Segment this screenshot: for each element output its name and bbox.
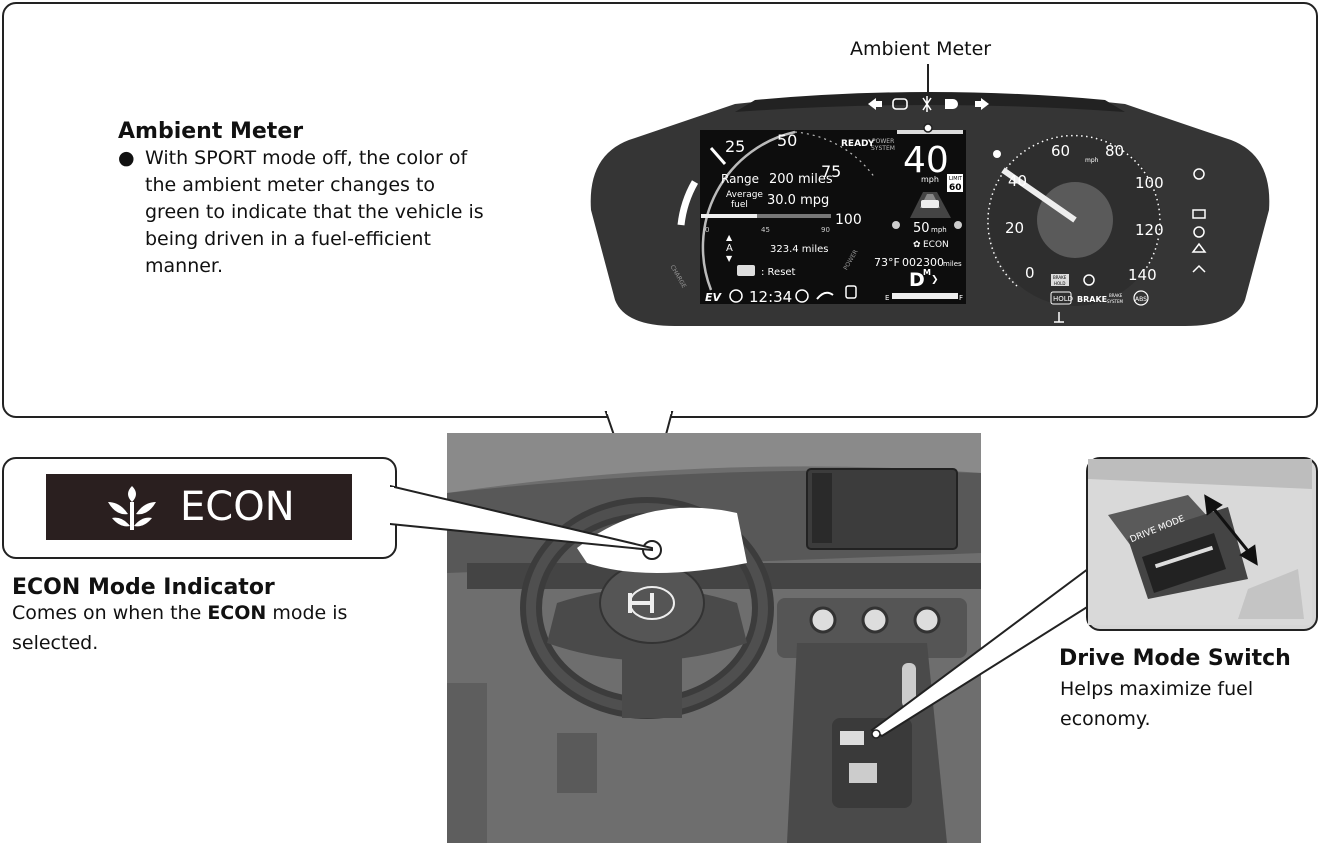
right-tick-20: 20 xyxy=(1005,219,1024,237)
svg-text:▼: ▼ xyxy=(726,254,733,263)
svg-text:✿: ✿ xyxy=(913,240,921,250)
temperature: 73°F xyxy=(874,256,900,269)
ev-label: EV xyxy=(705,291,723,304)
hold-label: HOLD xyxy=(1053,295,1073,303)
avg-fuel-label-2: fuel xyxy=(731,200,748,210)
clock: 12:34 xyxy=(749,288,792,306)
left-tick-50: 50 xyxy=(777,131,797,150)
auto-hold-1: BRAKE xyxy=(1053,275,1067,280)
right-tick-40: 40 xyxy=(1008,172,1027,190)
drive-mode-desc-line-1: Helps maximize fuel xyxy=(1060,678,1254,700)
range-value: 200 miles xyxy=(769,172,833,187)
auto-hold-2: HOLD xyxy=(1054,281,1065,286)
bullet-icon: ● xyxy=(118,147,135,169)
abs-label: ABS xyxy=(1135,296,1147,303)
fuel-f: F xyxy=(959,294,963,302)
acc-speed: 50 xyxy=(913,221,930,236)
ambient-desc-line-2: the ambient meter changes to xyxy=(145,174,436,196)
econ-heading: ECON Mode Indicator xyxy=(12,575,275,600)
ready-label: READY xyxy=(841,139,875,149)
drive-mode-heading: Drive Mode Switch xyxy=(1059,646,1291,671)
econ-desc-part1: Comes on when the xyxy=(12,602,208,624)
avg-fuel-value: 30.0 mpg xyxy=(767,193,829,208)
limit-value: 60 xyxy=(949,183,962,193)
right-tick-60: 60 xyxy=(1051,142,1070,160)
left-tick-25: 25 xyxy=(725,137,745,156)
right-tick-0: 0 xyxy=(1025,264,1035,282)
avg-fuel-label-1: Average xyxy=(726,190,763,200)
svg-text:❯: ❯ xyxy=(931,275,939,285)
econ-badge xyxy=(46,474,352,540)
ambient-desc-line-4: being driven in a fuel-efficient xyxy=(145,228,431,250)
odometer: 002300 xyxy=(902,256,944,269)
gear: D xyxy=(909,269,925,291)
cluster-ambient-label: Ambient Meter xyxy=(850,38,992,60)
right-tick-100: 100 xyxy=(1135,174,1164,192)
brake-system-1: BRAKE xyxy=(1109,293,1123,298)
svg-text:A: A xyxy=(726,243,733,254)
fuel-e: E xyxy=(885,294,889,302)
econ-badge-text: ECON xyxy=(180,484,295,530)
mph-label: mph xyxy=(1085,157,1099,164)
drive-mode-switch-photo: DRIVE MODE xyxy=(1088,459,1312,625)
econ-desc-bold: ECON xyxy=(207,602,267,624)
gear-sup: M xyxy=(923,268,931,277)
ambient-desc-line-5: manner. xyxy=(145,255,224,277)
speed-value: 40 xyxy=(903,140,949,181)
reset-label: : Reset xyxy=(761,267,796,278)
econ-pointer xyxy=(390,484,653,552)
econ-desc-line-2: selected. xyxy=(12,632,99,654)
bar-tick-90: 90 xyxy=(821,226,830,234)
bar-tick-45: 45 xyxy=(761,226,770,234)
econ-desc-line-1: Comes on when the ECON mode is xyxy=(12,600,347,627)
ambient-desc-line-3: green to indicate that the vehicle is xyxy=(145,201,484,223)
brake-system-2: SYSTEM xyxy=(1107,299,1123,304)
odo-unit: miles xyxy=(943,260,962,268)
brake-label: BRAKE xyxy=(1077,295,1107,304)
econ-desc-part2: mode is xyxy=(266,602,348,624)
right-tick-80: 80 xyxy=(1105,142,1124,160)
ambient-desc-line-1: With SPORT mode off, the color of xyxy=(145,147,468,169)
left-tick-75: 75 xyxy=(821,162,841,181)
left-tick-100: 100 xyxy=(835,212,862,228)
trip-value: 323.4 miles xyxy=(770,244,828,255)
speed-unit: mph xyxy=(921,175,939,184)
instrument-cluster: 25 50 75 100 Range 200 miles Average fue… xyxy=(590,92,1270,326)
power-system-label-2: SYSTEM xyxy=(871,145,895,152)
power-system-label-1: POWER xyxy=(872,138,894,145)
right-tick-120: 120 xyxy=(1135,221,1164,239)
limit-label: LIMIT xyxy=(949,176,963,182)
ambient-meter-heading: Ambient Meter xyxy=(118,119,304,144)
svg-text:▲: ▲ xyxy=(726,233,733,242)
econ-leaf-icon xyxy=(108,486,156,530)
acc-unit: mph xyxy=(931,226,947,234)
drive-mode-desc-line-2: economy. xyxy=(1060,708,1151,730)
econ-small: ECON xyxy=(923,240,949,250)
right-tick-140: 140 xyxy=(1128,266,1157,284)
range-label: Range xyxy=(721,172,759,186)
bar-tick-0: 0 xyxy=(705,226,709,234)
dashboard-photo xyxy=(447,433,981,843)
